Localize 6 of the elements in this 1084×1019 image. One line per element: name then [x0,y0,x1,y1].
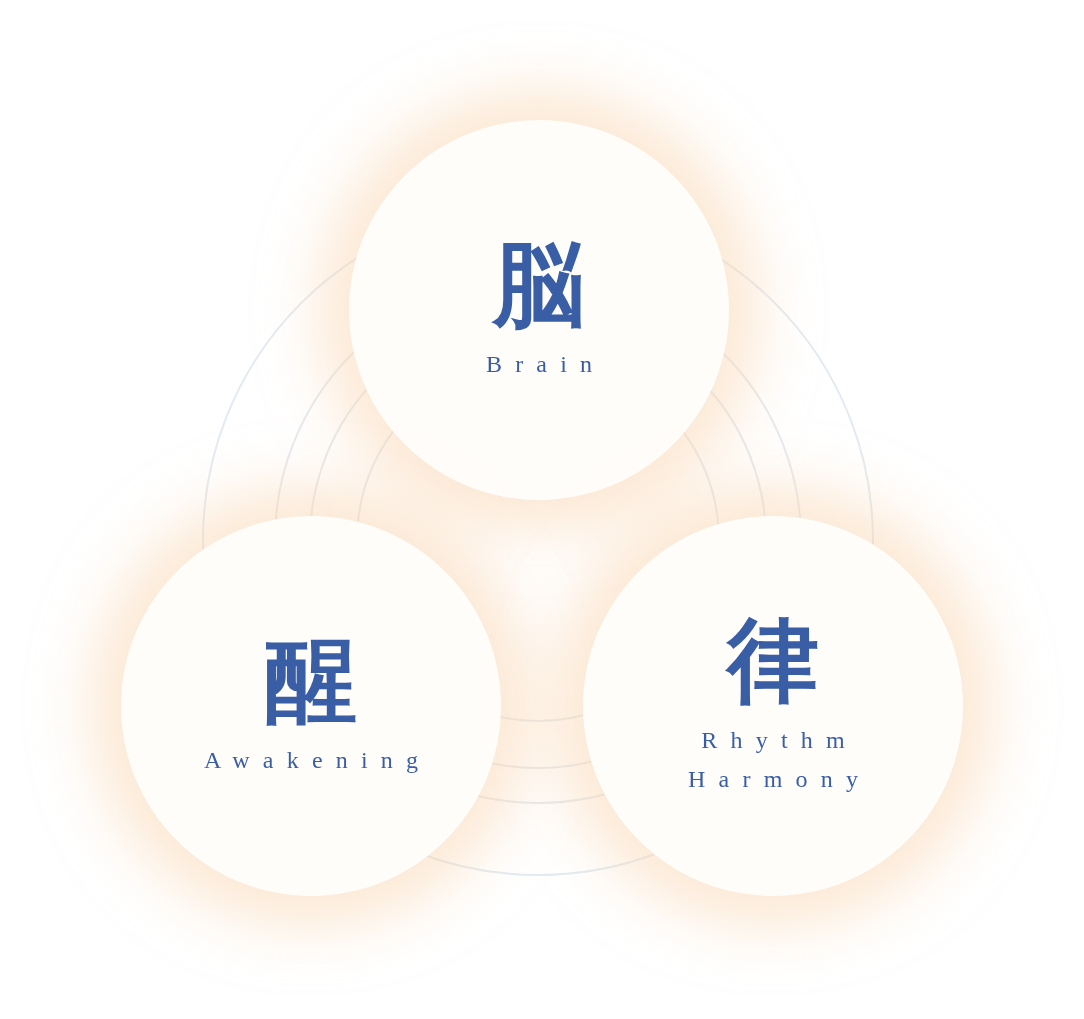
kanji-character: 律 [727,612,819,709]
kanji-character: 醒 [265,631,357,729]
kanji-character: 脳 [493,235,585,333]
english-label: Brain [484,349,606,379]
english-label: Awakening [202,745,432,775]
english-label: Rhythm Harmony [687,725,873,795]
